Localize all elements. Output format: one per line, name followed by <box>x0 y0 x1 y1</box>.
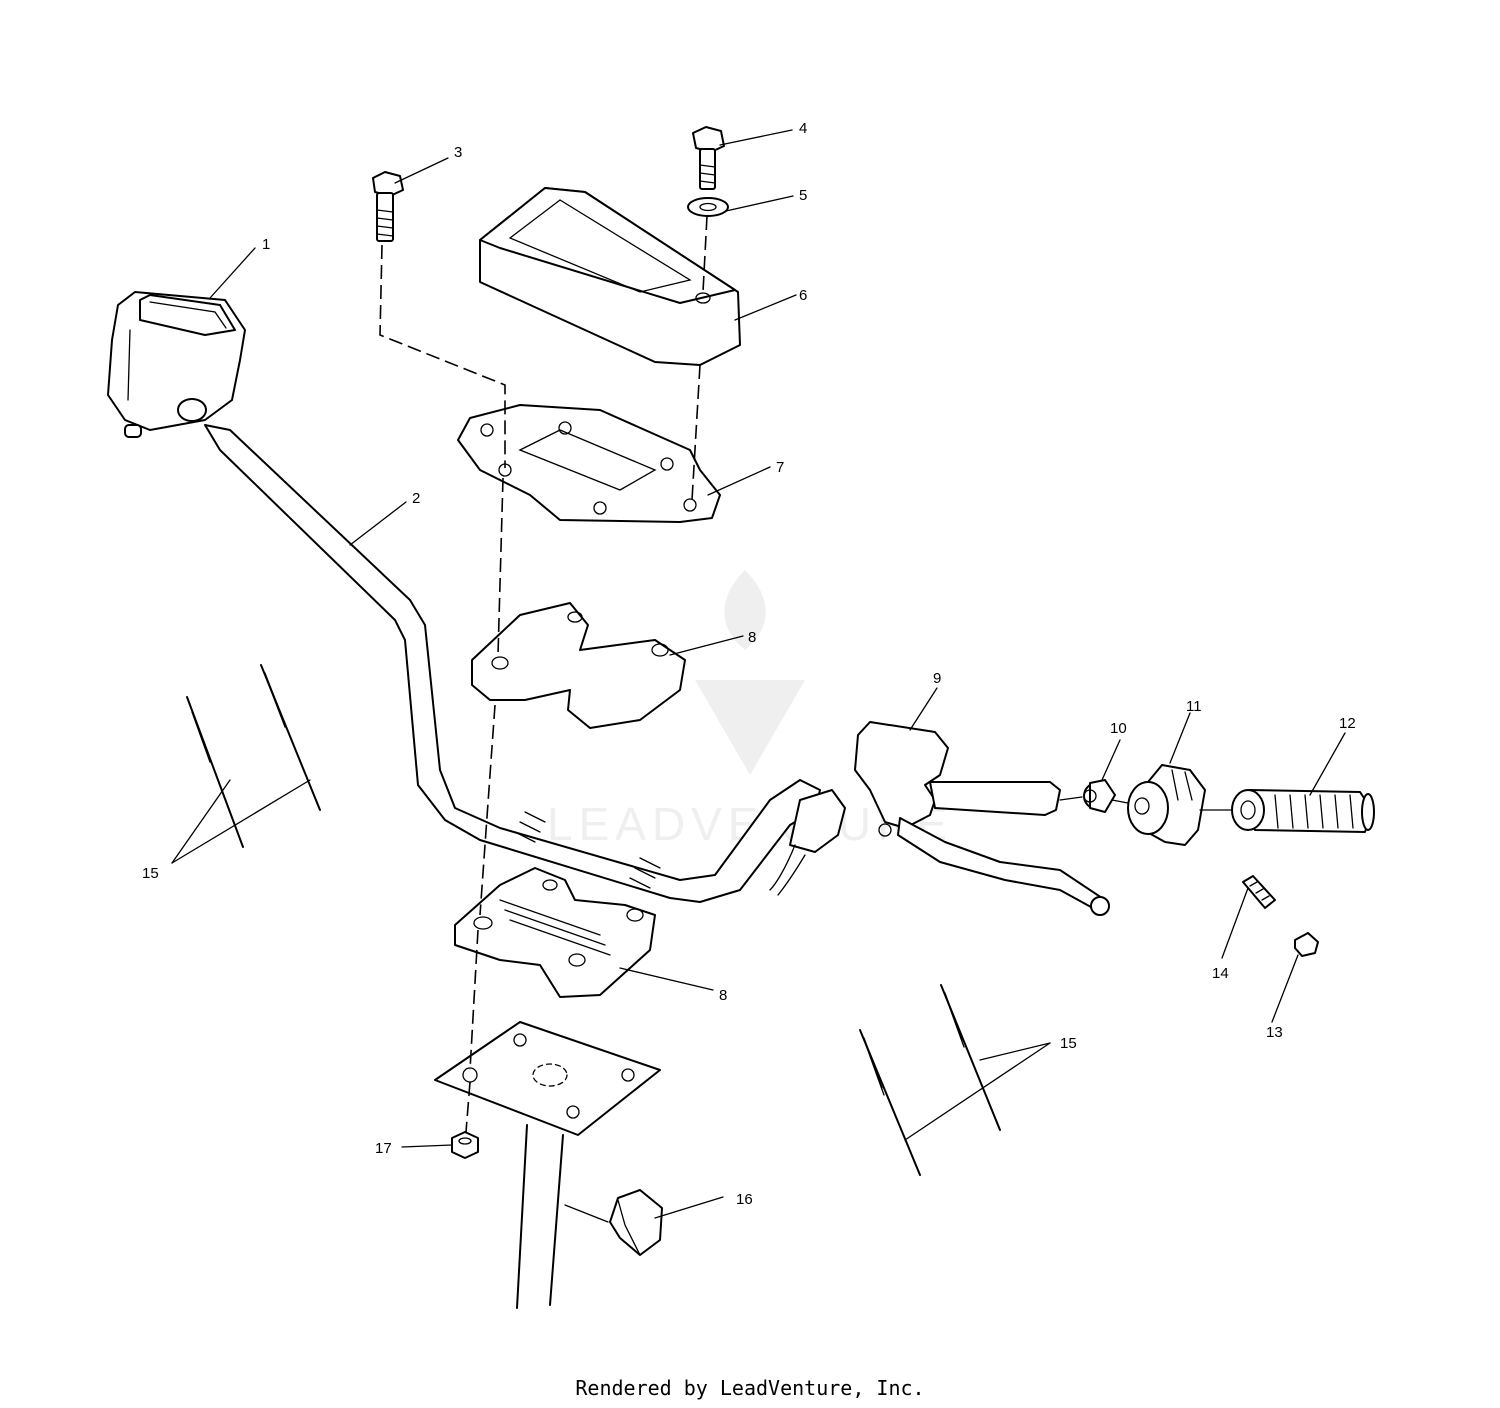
part-3-bolt <box>372 171 404 242</box>
callout-1: 1 <box>262 236 270 253</box>
callout-11: 11 <box>1186 698 1202 715</box>
part-16-clip <box>609 1189 663 1256</box>
part-11-throttle-housing <box>1127 764 1206 846</box>
part-7-plate <box>457 404 721 523</box>
leader-lines <box>171 129 1346 1223</box>
rendered-by-footer: Rendered by LeadVenture, Inc. <box>575 1376 925 1400</box>
callout-4: 4 <box>799 120 807 137</box>
part-9-master-cylinder <box>769 721 1110 916</box>
part-15-ties-left <box>186 664 321 848</box>
callout-3: 3 <box>454 144 462 161</box>
callout-15-right: 15 <box>1060 1035 1077 1052</box>
callout-17: 17 <box>375 1140 392 1157</box>
callout-2: 2 <box>412 490 420 507</box>
part-12-grip <box>1231 789 1375 833</box>
part-10-bushing <box>1083 779 1116 813</box>
callouts: 1 2 3 4 5 6 7 8 8 9 10 11 12 13 14 15 15… <box>142 120 1356 1208</box>
part-1-housing <box>107 291 246 438</box>
callout-8-upper: 8 <box>748 629 756 646</box>
part-14-screw <box>1242 875 1276 909</box>
callout-7: 7 <box>776 459 784 476</box>
part-8-lower-clamp <box>454 867 656 998</box>
callout-8-lower: 8 <box>719 987 727 1004</box>
part-13-cap <box>1294 932 1319 957</box>
callout-6: 6 <box>799 287 807 304</box>
steering-post <box>434 1021 661 1309</box>
part-4-bolt <box>692 126 725 190</box>
callout-15-left: 15 <box>142 865 159 882</box>
callout-10: 10 <box>1110 720 1127 737</box>
callout-14: 14 <box>1212 965 1229 982</box>
part-5-washer <box>687 197 729 217</box>
part-15-ties-right <box>859 984 1001 1176</box>
part-6-cover <box>479 187 741 366</box>
part-8-upper-clamp <box>471 602 686 729</box>
callout-16: 16 <box>736 1191 753 1208</box>
callout-13: 13 <box>1266 1024 1283 1041</box>
callout-12: 12 <box>1339 715 1356 732</box>
part-17-nut <box>451 1131 479 1159</box>
callout-9: 9 <box>933 670 941 687</box>
callout-5: 5 <box>799 187 807 204</box>
assembly-dash-lines <box>379 215 1233 1133</box>
